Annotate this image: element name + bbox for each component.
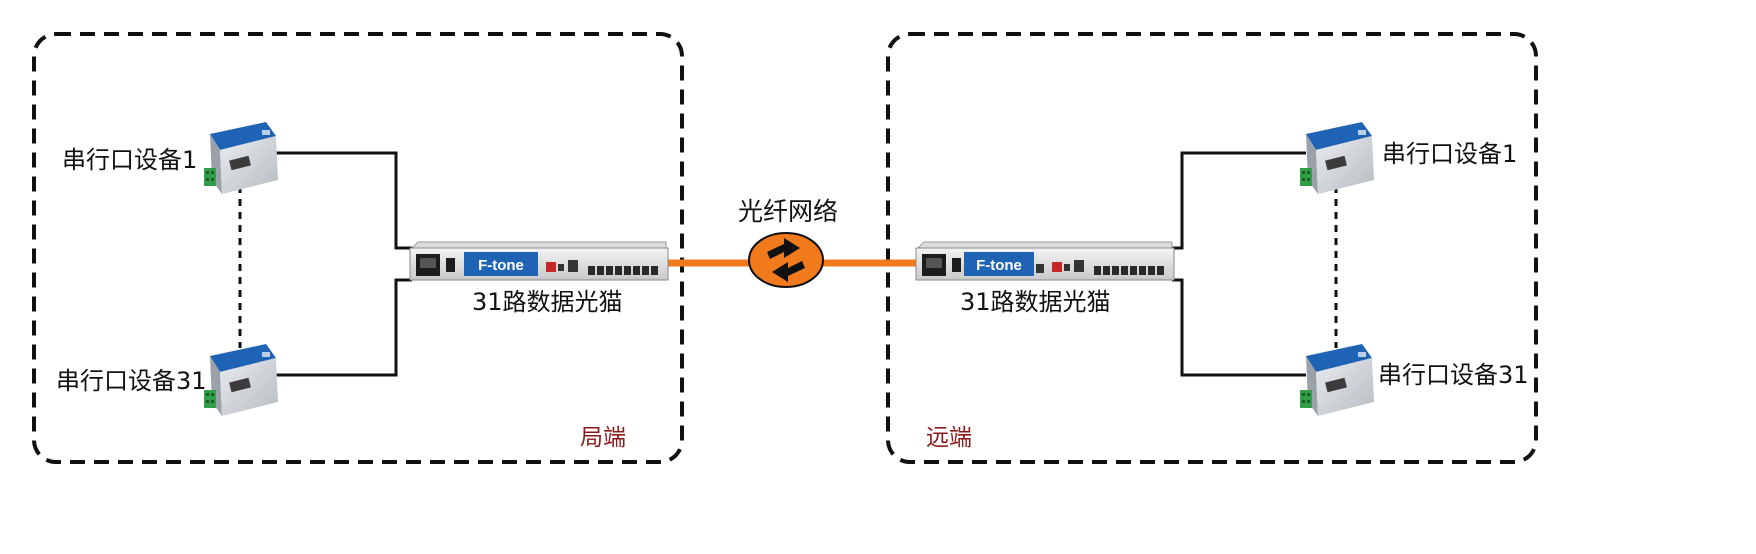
local-serial-device-31-icon — [204, 344, 278, 416]
local-modem-label: 31路数据光猫 — [472, 288, 623, 316]
remote-wiring — [1172, 151, 1338, 377]
remote-zone-label: 远端 — [926, 425, 972, 451]
remote-serial-device-1-icon — [1300, 122, 1374, 194]
remote-zone-frame — [886, 32, 1538, 464]
remote-serial-device-31-icon — [1300, 344, 1374, 416]
remote-modem-icon: F-tone — [915, 241, 1175, 281]
remote-modem-label: 31路数据光猫 — [960, 288, 1111, 316]
fiber-network-icon — [748, 232, 824, 288]
remote-device-top-label: 串行口设备1 — [1382, 140, 1518, 168]
local-device-bottom-label: 串行口设备31 — [56, 367, 207, 395]
local-modem-brand: F-tone — [478, 257, 524, 274]
local-zone-label: 局端 — [580, 425, 626, 451]
local-serial-device-1-icon — [204, 122, 278, 194]
fiber-network-label: 光纤网络 — [738, 197, 839, 226]
remote-modem-brand: F-tone — [976, 257, 1022, 274]
local-modem-icon: F-tone — [409, 241, 669, 281]
remote-device-bottom-label: 串行口设备31 — [1378, 361, 1529, 389]
local-wiring — [238, 151, 412, 377]
local-device-top-label: 串行口设备1 — [62, 146, 198, 174]
local-zone-frame — [32, 32, 684, 464]
